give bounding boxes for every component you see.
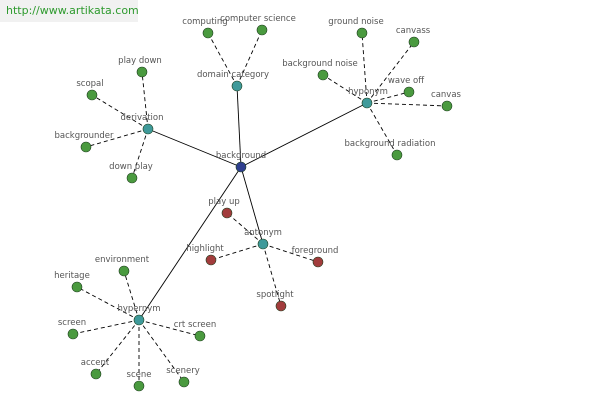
hub-hyponym-node[interactable] xyxy=(361,97,373,109)
leaf-scenery-node[interactable] xyxy=(178,376,190,388)
edge-background-derivation xyxy=(147,128,242,168)
leaf-screen-node[interactable] xyxy=(67,328,79,340)
hub-antonym-label[interactable]: antonym xyxy=(244,228,282,238)
leaf-backgrounder-node[interactable] xyxy=(80,141,92,153)
leaf-environment-node[interactable] xyxy=(118,265,130,277)
leaf-background-noise-label[interactable]: background noise xyxy=(282,59,358,69)
edge-background-hyponym xyxy=(240,102,368,168)
leaf-spotlight-label[interactable]: spotlight xyxy=(256,290,294,300)
hub-derivation-label[interactable]: derivation xyxy=(120,113,163,123)
hub-hypernym-label[interactable]: hypernym xyxy=(117,304,160,314)
leaf-background-noise-node[interactable] xyxy=(317,69,329,81)
edge-hypernym-environment xyxy=(123,270,140,321)
leaf-foreground-node[interactable] xyxy=(312,256,324,268)
leaf-canvass-label[interactable]: canvass xyxy=(396,26,431,36)
hub-antonym-node[interactable] xyxy=(257,238,269,250)
edge-hyponym-background-noise xyxy=(322,74,368,104)
leaf-down-play-node[interactable] xyxy=(126,172,138,184)
leaf-play-up-node[interactable] xyxy=(221,207,233,219)
leaf-environment-label[interactable]: environment xyxy=(95,255,150,265)
leaf-computing-label[interactable]: computing xyxy=(182,17,227,27)
hub-domain-category-node[interactable] xyxy=(231,80,243,92)
edge-antonym-highlight xyxy=(210,243,264,261)
leaf-highlight-node[interactable] xyxy=(205,254,217,266)
hub-hyponym-label[interactable]: hyponym xyxy=(348,87,388,97)
leaf-canvas-label[interactable]: canvas xyxy=(431,90,462,100)
hub-hypernym-node[interactable] xyxy=(133,314,145,326)
graph-nodes xyxy=(67,24,453,392)
edge-domain-category-computing xyxy=(207,32,238,87)
leaf-backgrounder-label[interactable]: backgrounder xyxy=(55,131,115,141)
leaf-computer-science-node[interactable] xyxy=(256,24,268,36)
leaf-heritage-label[interactable]: heritage xyxy=(54,271,90,281)
edge-antonym-foreground xyxy=(262,243,319,263)
leaf-screen-label[interactable]: screen xyxy=(58,318,86,328)
leaf-scene-node[interactable] xyxy=(133,380,145,392)
edge-hypernym-scenery xyxy=(138,319,185,383)
leaf-foreground-label[interactable]: foreground xyxy=(292,246,339,256)
center-background-node[interactable] xyxy=(235,161,247,173)
leaf-computer-science-label[interactable]: computer science xyxy=(220,14,296,24)
leaf-accent-label[interactable]: accent xyxy=(81,358,110,368)
edge-antonym-spotlight xyxy=(262,243,282,307)
leaf-background-radiation-label[interactable]: background radiation xyxy=(345,139,436,149)
leaf-scenery-label[interactable]: scenery xyxy=(166,366,199,376)
edge-hypernym-screen xyxy=(72,319,140,335)
leaf-scopal-node[interactable] xyxy=(86,89,98,101)
leaf-play-down-node[interactable] xyxy=(136,66,148,78)
graph-edges xyxy=(72,29,448,386)
edge-background-domain-category xyxy=(236,85,242,168)
leaf-canvass-node[interactable] xyxy=(408,36,420,48)
leaf-ground-noise-label[interactable]: ground noise xyxy=(328,17,383,27)
leaf-crt-screen-node[interactable] xyxy=(194,330,206,342)
leaf-down-play-label[interactable]: down play xyxy=(109,162,153,172)
edge-hyponym-ground-noise xyxy=(361,32,368,104)
leaf-background-radiation-node[interactable] xyxy=(391,149,403,161)
edge-derivation-scopal xyxy=(91,94,149,130)
edge-background-antonym xyxy=(240,166,264,245)
edge-hyponym-canvas xyxy=(366,102,448,107)
hub-domain-category-label[interactable]: domain category xyxy=(197,70,269,80)
leaf-crt-screen-label[interactable]: crt screen xyxy=(174,320,216,330)
edge-derivation-down-play xyxy=(131,128,149,179)
edge-hyponym-background-radiation xyxy=(366,102,398,156)
watermark-url[interactable]: http://www.artikata.com xyxy=(0,0,139,22)
edge-hyponym-wave-off xyxy=(366,91,410,104)
leaf-computing-node[interactable] xyxy=(202,27,214,39)
edge-hypernym-accent xyxy=(95,319,140,375)
edge-domain-category-computer-science xyxy=(236,29,263,87)
hub-derivation-node[interactable] xyxy=(142,123,154,135)
leaf-highlight-label[interactable]: highlight xyxy=(186,244,224,254)
edge-derivation-play-down xyxy=(141,71,149,130)
edge-background-hypernym xyxy=(138,166,242,321)
leaf-scopal-label[interactable]: scopal xyxy=(76,79,103,89)
edge-hypernym-heritage xyxy=(76,286,140,321)
leaf-scene-label[interactable]: scene xyxy=(127,370,152,380)
leaf-canvas-node[interactable] xyxy=(441,100,453,112)
leaf-play-down-label[interactable]: play down xyxy=(118,56,162,66)
leaf-wave-off-label[interactable]: wave off xyxy=(388,76,425,86)
leaf-spotlight-node[interactable] xyxy=(275,300,287,312)
edge-antonym-play-up xyxy=(226,212,264,245)
edge-hypernym-crt-screen xyxy=(138,319,201,337)
edge-hyponym-canvass xyxy=(366,41,415,104)
leaf-wave-off-node[interactable] xyxy=(403,86,415,98)
leaf-heritage-node[interactable] xyxy=(71,281,83,293)
leaf-play-up-label[interactable]: play up xyxy=(208,197,239,207)
leaf-ground-noise-node[interactable] xyxy=(356,27,368,39)
center-background-label[interactable]: background xyxy=(216,151,266,161)
edge-derivation-backgrounder xyxy=(85,128,149,148)
leaf-accent-node[interactable] xyxy=(90,368,102,380)
